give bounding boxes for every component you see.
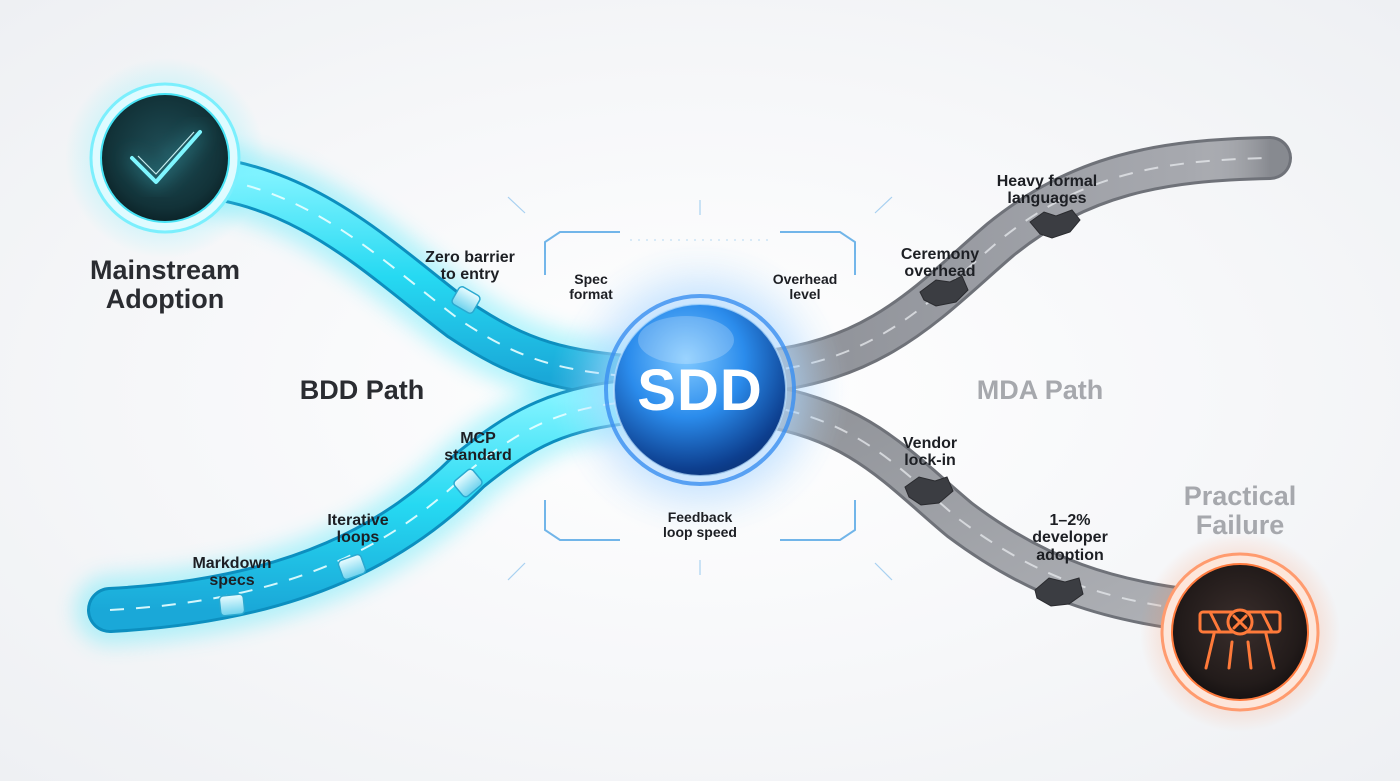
overhead-level-line2: level xyxy=(789,286,821,303)
chip-zero-barrier xyxy=(451,286,481,314)
crack-developer-adoption xyxy=(1034,577,1084,607)
vendor-line1: Vendor xyxy=(902,435,958,452)
hud-frame xyxy=(507,196,893,581)
adoption-line3: adoption xyxy=(1036,546,1104,564)
obstacle-heavy-formal: Heavy formal languages xyxy=(985,173,1109,208)
spec-format-line2: format xyxy=(569,286,613,303)
practical-failure-badge xyxy=(1140,532,1340,732)
milestone-chips xyxy=(218,286,483,617)
obstacle-developer-adoption: 1–2% developer adoption xyxy=(1010,512,1130,564)
milestone-mcp-standard: MCP standard xyxy=(428,430,528,465)
milestone-zero-barrier: Zero barrier to entry xyxy=(410,249,530,284)
iterative-line1: Iterative xyxy=(327,512,389,529)
check-icon xyxy=(128,128,204,186)
practical-failure-label: Practical Failure xyxy=(1160,481,1320,541)
mainstream-line2: Adoption xyxy=(105,284,225,315)
feedback-line2: loop speed xyxy=(663,524,737,541)
roadblock-icon xyxy=(1198,608,1282,670)
milestone-markdown-specs: Markdown specs xyxy=(180,555,284,590)
sdd-orb xyxy=(550,240,850,540)
mcp-line1: MCP xyxy=(460,430,496,447)
mainstream-adoption-badge xyxy=(65,58,265,258)
obstacle-ceremony-overhead: Ceremony overhead xyxy=(885,246,995,281)
hud-feedback-loop-speed: Feedback loop speed xyxy=(645,509,755,541)
zero-barrier-line1: Zero barrier xyxy=(425,249,515,266)
markdown-line1: Markdown xyxy=(192,555,272,572)
heavy-formal-line2: languages xyxy=(1007,190,1087,208)
mainstream-line1: Mainstream xyxy=(89,255,241,285)
crack-heavy-formal-languages xyxy=(1029,209,1081,239)
chip-markdown-specs xyxy=(218,593,246,617)
chip-mcp-standard xyxy=(453,468,483,498)
adoption-line1: 1–2% xyxy=(1049,512,1091,529)
road-cracks xyxy=(904,209,1084,607)
sdd-label: SDD xyxy=(637,358,763,423)
chip-iterative-loops xyxy=(337,553,367,581)
mcp-line2: standard xyxy=(444,447,512,465)
crack-vendor-lock-in xyxy=(904,476,954,506)
markdown-line2: specs xyxy=(209,572,255,590)
iterative-line2: loops xyxy=(336,529,380,547)
failure-line2: Failure xyxy=(1195,510,1285,541)
spec-format-line1: Spec xyxy=(574,271,608,287)
ceremony-line1: Ceremony xyxy=(900,246,980,263)
ceremony-line2: overhead xyxy=(904,263,976,281)
feedback-line1: Feedback xyxy=(667,509,733,525)
bdd-path-title: BDD Path xyxy=(299,375,425,405)
zero-barrier-line2: to entry xyxy=(440,266,500,284)
mainstream-adoption-label: Mainstream Adoption xyxy=(70,255,260,315)
overhead-level-line1: Overhead xyxy=(772,271,838,287)
mda-path-title: MDA Path xyxy=(976,375,1104,405)
vendor-line2: lock-in xyxy=(904,452,956,470)
hud-overhead-level: Overhead level xyxy=(760,271,850,303)
crack-ceremony-overhead xyxy=(919,275,969,307)
adoption-line2: developer xyxy=(1032,529,1108,547)
milestone-iterative-loops: Iterative loops xyxy=(308,512,408,547)
obstacle-vendor-lock-in: Vendor lock-in xyxy=(885,435,975,470)
heavy-formal-line1: Heavy formal xyxy=(996,173,1098,190)
hud-spec-format: Spec format xyxy=(556,271,626,303)
failure-line1: Practical xyxy=(1183,481,1297,511)
